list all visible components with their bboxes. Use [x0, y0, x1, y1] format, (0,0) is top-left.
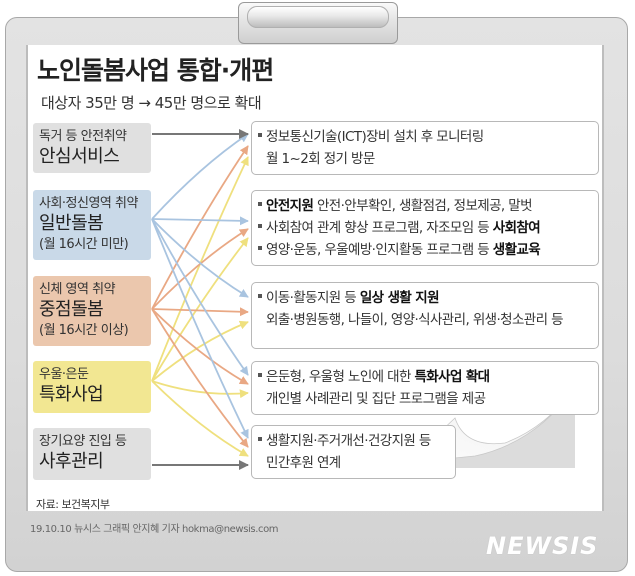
service-text: 정보통신기술(ICT)장비 설치 후 모니터링	[266, 129, 484, 145]
data-source: 자료: 보건복지부	[36, 498, 110, 511]
source-desc: 독거 등 안전취약	[39, 129, 127, 144]
source-desc: 장기요양 진입 등	[39, 434, 127, 449]
service-text: 월 1~2회 정기 방문	[266, 151, 375, 167]
connection-arrow	[151, 308, 249, 448]
service-highlight: 안전지원	[266, 198, 314, 214]
service-highlight: 일상 생활 지원	[359, 290, 440, 306]
connection-arrow	[151, 237, 249, 382]
source-note: (월 16시간 미만)	[39, 237, 129, 252]
graphic-credit: 19.10.10 뉴시스 그래픽 안지혜 기자 hokma@newsis.com	[30, 524, 279, 535]
bullet-icon	[258, 133, 262, 137]
clip-bar	[247, 6, 389, 28]
connection-arrow	[151, 228, 249, 310]
service-line: 영양·운동, 우울예방·인지활동 프로그램 등 생활교육	[258, 239, 590, 261]
bullet-icon	[258, 246, 262, 250]
page-subtitle: 대상자 35만 명 → 45만 명으로 확대	[41, 94, 262, 112]
service-text: 생활지원·주거개선·건강지원 등	[266, 433, 431, 449]
connection-arrow	[151, 380, 249, 399]
bullet-icon	[258, 224, 262, 228]
service-line: 이동·활동지원 등 일상 생활 지원	[258, 287, 590, 309]
service-highlight: 특화사업 확대	[414, 369, 490, 385]
connection-arrow	[151, 218, 249, 376]
service-text: 이동·활동지원 등	[266, 290, 360, 306]
bullet-icon	[258, 437, 262, 441]
source-name: 사후관리	[39, 451, 104, 472]
source-name: 일반돌봄	[39, 213, 104, 234]
connection-arrow	[151, 218, 249, 298]
service-line: 은둔형, 우울형 노인에 대한 특화사업 확대	[258, 366, 590, 388]
page-title: 노인돌봄사업 통합·개편	[37, 56, 274, 85]
service-text: 개인별 사례관리 및 집단 프로그램을 제공	[266, 391, 486, 407]
connection-arrow	[151, 380, 249, 457]
bullet-icon	[258, 202, 262, 206]
service-line: 월 1~2회 정기 방문	[258, 148, 590, 170]
service-text: 민간후원 연계	[266, 455, 341, 471]
source-name: 중점돌봄	[39, 299, 104, 320]
service-highlight: 사회참여	[492, 220, 541, 236]
service-highlight: 생활교육	[492, 242, 541, 258]
service-line: 사회참여 관계 향상 프로그램, 자조모임 등 사회참여	[258, 217, 590, 239]
source-name: 안심서비스	[39, 146, 120, 167]
service-text: 안전·안부확인, 생활점검, 정보제공, 말벗	[313, 198, 533, 214]
connection-arrow	[151, 307, 249, 317]
connection-arrow	[151, 216, 249, 226]
service-text: 영양·운동, 우울예방·인지활동 프로그램 등	[266, 242, 493, 258]
source-desc: 우울·은둔	[39, 367, 89, 382]
clipboard-clip	[238, 2, 398, 44]
connection-arrow	[151, 320, 249, 382]
source-note: (월 16시간 이상)	[39, 323, 129, 338]
service-text: 사회참여 관계 향상 프로그램, 자조모임 등	[266, 220, 493, 236]
source-name: 특화사업	[39, 384, 104, 405]
bullet-icon	[258, 373, 262, 377]
service-line: 개인별 사례관리 및 집단 프로그램을 제공	[258, 388, 590, 410]
service-text: 외출·병원동행, 나들이, 영양·식사관리, 위생·청소관리 등	[266, 312, 564, 328]
connection-arrow	[151, 218, 249, 439]
service-line: 정보통신기술(ICT)장비 설치 후 모니터링	[258, 126, 590, 148]
service-line: 생활지원·주거개선·건강지원 등	[258, 430, 447, 452]
service-line: 외출·병원동행, 나들이, 영양·식사관리, 위생·청소관리 등	[258, 309, 590, 331]
connection-arrow	[151, 145, 249, 310]
connection-arrow	[151, 133, 249, 220]
service-line: 안전지원 안전·안부확인, 생활점검, 정보제공, 말벗	[258, 195, 590, 217]
service-line: 민간후원 연계	[258, 452, 447, 474]
source-desc: 신체 영역 취약	[39, 282, 116, 297]
service-text: 은둔형, 우울형 노인에 대한	[266, 369, 415, 385]
source-desc: 사회·정신영역 취약	[39, 196, 138, 211]
bullet-icon	[258, 294, 262, 298]
connection-arrow	[151, 308, 249, 385]
newsis-logo: NEWSIS	[486, 532, 599, 560]
